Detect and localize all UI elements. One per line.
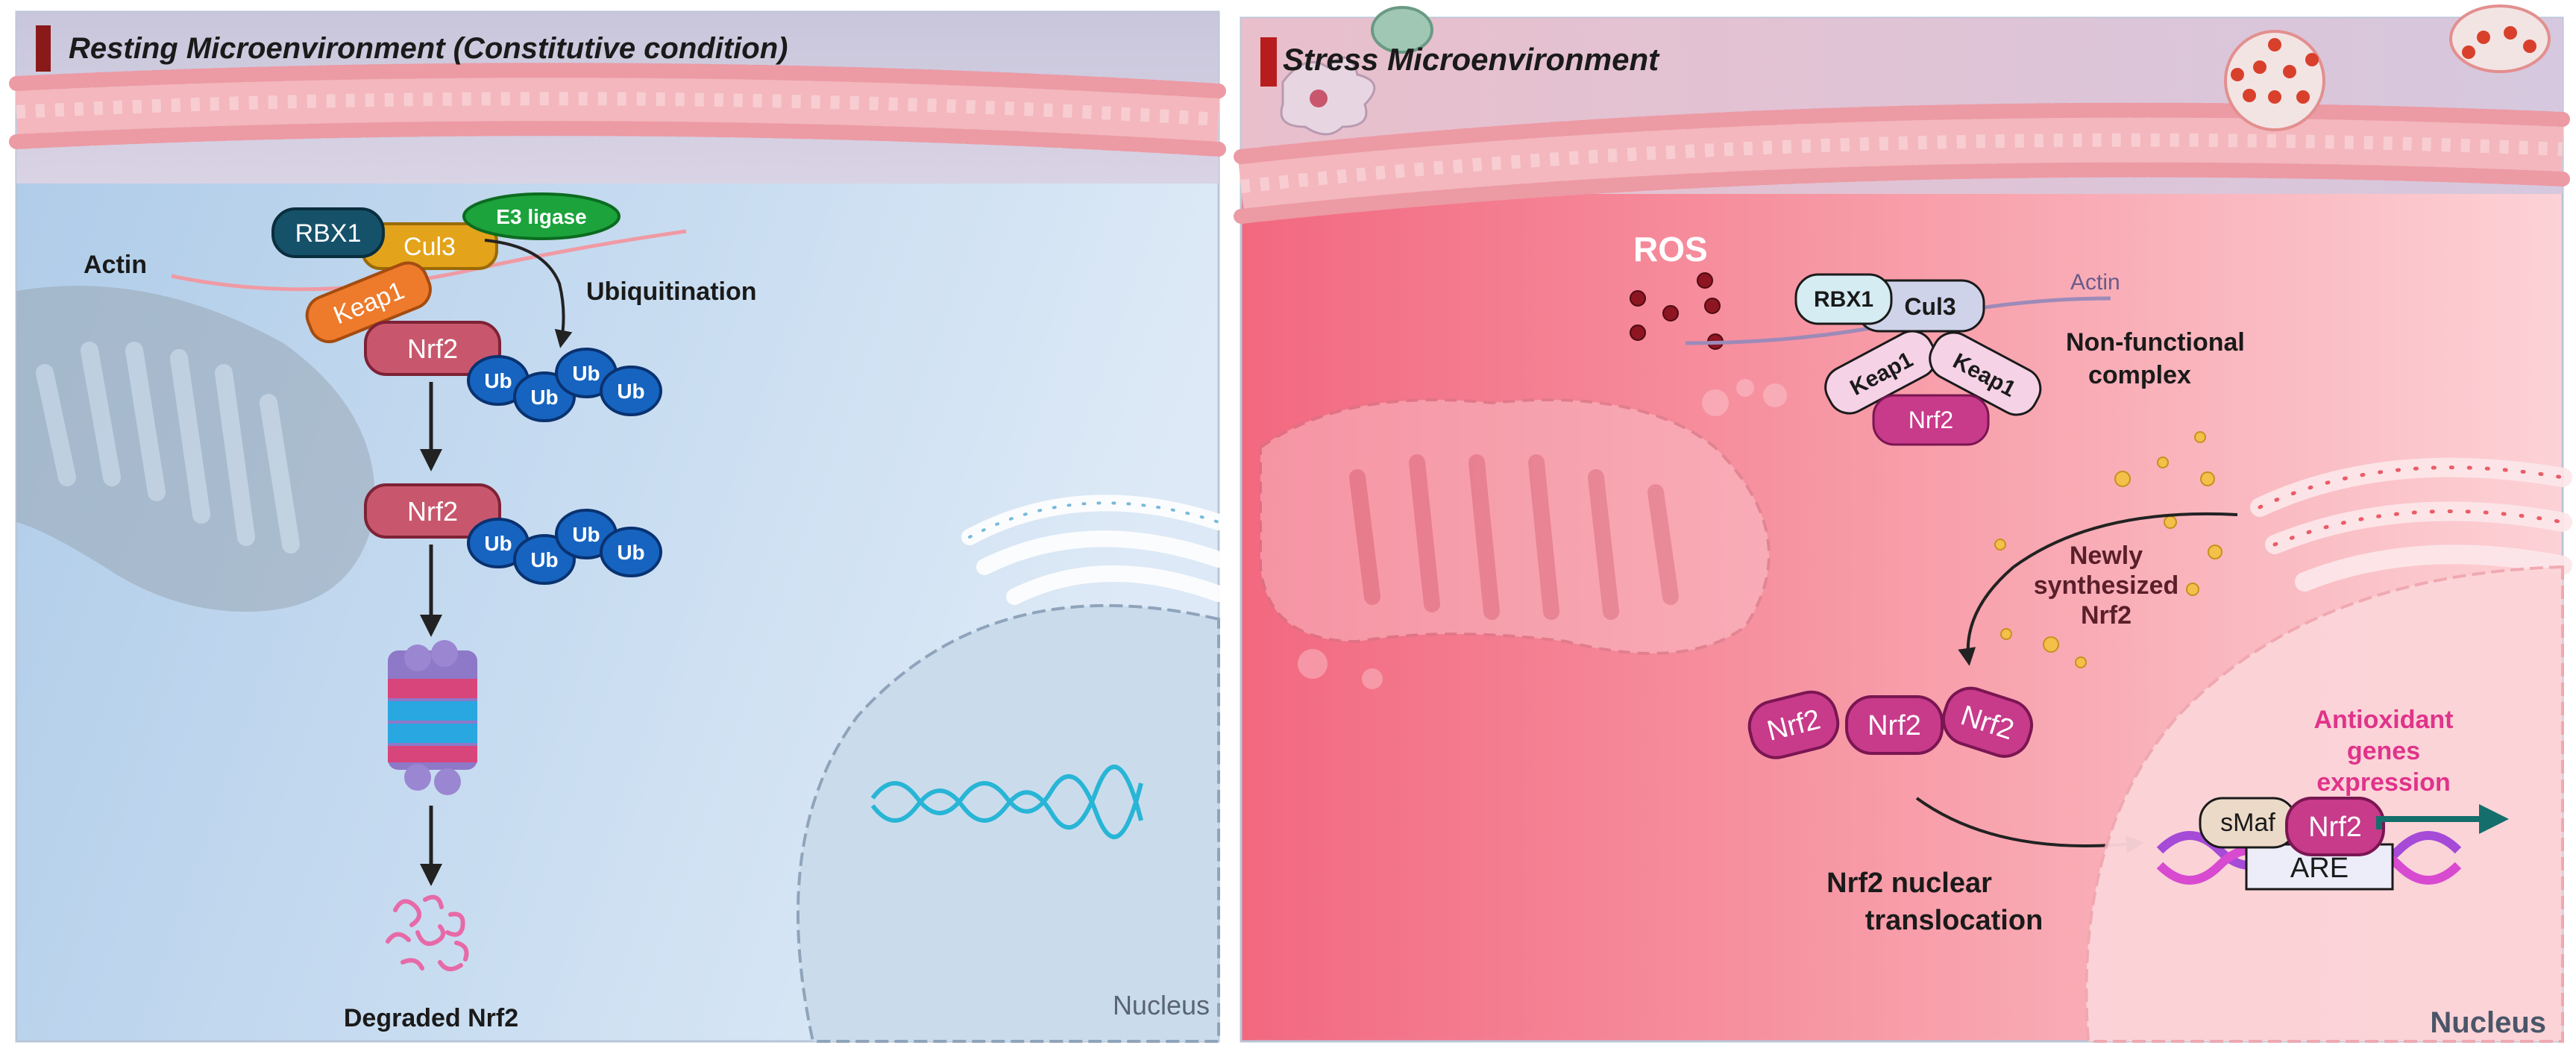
are-gene-region: ARE sMaf Nrf2 [2156, 797, 2509, 891]
free-nrf2-group: Nrf2 Nrf2 Nrf2 [1747, 686, 2033, 759]
newly-label-line1: Newly [2070, 542, 2143, 570]
virus-icon [2449, 4, 2551, 73]
resting-title: Resting Microenvironment (Constitutive c… [69, 32, 788, 65]
stress-nrf2-bound-label: Nrf2 [1909, 407, 1953, 433]
ros-label: ROS [1633, 230, 1708, 269]
resting-e3-ligase-complex: Cul3 RBX1 E3 ligase Keap1 Nrf2 [271, 192, 621, 376]
stress-endoplasmic-reticulum [2250, 457, 2572, 592]
resting-endoplasmic-reticulum [961, 495, 1227, 605]
ub-label: Ub [617, 380, 644, 403]
nonfunctional-label-line1: Non-functional [2066, 328, 2245, 357]
antioxidant-label-line3: expression [2316, 768, 2451, 797]
ub-label: Ub [530, 548, 558, 571]
stress-nucleus-label: Nucleus [2430, 1006, 2546, 1039]
resting-ub-chain-1: Ub Ub Ub Ub [467, 348, 662, 422]
stress-panel: Stress Microenvironment ROS Actin Cul3 R… [1234, 4, 2572, 1043]
virus-icon [2224, 30, 2325, 131]
stress-damaged-mitochondrion [1259, 379, 1787, 689]
newly-synthesized-particles-icon [1994, 431, 2222, 668]
resting-nrf2-ubiquitinated-label: Nrf2 [407, 496, 458, 527]
nuclear-nrf2 [2285, 797, 2385, 856]
bacterium-icon [1371, 6, 1433, 54]
stress-nonfunctional-complex: Cul3 RBX1 Keap1 Keap1 Nrf2 [1794, 273, 2042, 446]
stress-rbx1 [1794, 273, 1893, 325]
antioxidant-label-line2: genes [2347, 737, 2420, 765]
ub-label: Ub [572, 523, 600, 546]
resting-ub-chain-2: Ub Ub Ub Ub [467, 509, 662, 585]
nuclear-nrf2-label: Nrf2 [2308, 812, 2362, 843]
resting-e3-ligase-label: E3 ligase [496, 205, 586, 228]
ub-label: Ub [484, 532, 512, 555]
ub-label: Ub [572, 362, 600, 385]
translocation-label-line1: Nrf2 nuclear [1826, 868, 1992, 899]
stress-keap1-right [1929, 331, 2042, 416]
resting-cell-membrane [9, 63, 1226, 157]
degraded-nrf2-label: Degraded Nrf2 [344, 1004, 518, 1032]
resting-title-marker [36, 25, 51, 72]
proteasome-icon [388, 640, 477, 795]
free-nrf2-1 [1747, 690, 1840, 759]
newly-label-line2: synthesized [2034, 571, 2179, 600]
are-label: ARE [2290, 853, 2349, 884]
resting-ubiquitination-arrow [484, 239, 573, 348]
free-nrf2-2-label: Nrf2 [1867, 710, 1921, 741]
newly-synthesized-arrow [1958, 512, 2238, 666]
translocation-label-line2: translocation [1865, 905, 2043, 936]
degraded-nrf2-fragments-icon [386, 894, 469, 972]
resting-panel: Resting Microenvironment (Constitutive c… [9, 10, 1227, 1043]
resting-nrf2-bound [364, 321, 501, 376]
stress-title: Stress Microenvironment [1283, 42, 1660, 77]
stress-title-marker [1260, 37, 1277, 87]
resting-actin-label: Actin [84, 251, 147, 279]
resting-nucleus-label: Nucleus [1113, 990, 1210, 1020]
stress-nrf2-bound [1872, 394, 1990, 446]
resting-mitochondrion [16, 286, 375, 612]
transcription-arrow [2376, 804, 2509, 834]
newly-label-line3: Nrf2 [2081, 601, 2132, 630]
stress-cul3-label: Cul3 [1904, 293, 1955, 320]
antioxidant-label-line1: Antioxidant [2314, 706, 2454, 734]
translocation-arrow [1915, 797, 2144, 853]
ub-label: Ub [484, 369, 512, 392]
resting-nucleus: Nucleus [797, 603, 1220, 1043]
free-nrf2-3 [1941, 686, 2033, 758]
stress-keap1-left [1824, 330, 1938, 415]
stress-actin-label: Actin [2070, 270, 2120, 295]
free-nrf2-2 [1845, 695, 1944, 755]
smaf-label: sMaf [2220, 809, 2275, 837]
resting-rbx1-label: RBX1 [295, 219, 362, 248]
stress-rbx1-label: RBX1 [1814, 287, 1873, 312]
resting-ubiquitination-label: Ubiquitination [586, 277, 757, 306]
macrophage-icon [1280, 56, 1376, 136]
resting-nrf2-ubiquitinated [364, 483, 501, 539]
resting-cul3-label: Cul3 [403, 233, 456, 261]
resting-e3-ligase [462, 192, 621, 240]
ub-label: Ub [530, 386, 558, 409]
resting-rbx1 [271, 207, 385, 258]
stress-cell-membrane [1234, 102, 2570, 224]
nonfunctional-label-line2: complex [2088, 361, 2191, 389]
resting-actin-filament [171, 229, 687, 292]
resting-nrf2-bound-label: Nrf2 [407, 333, 458, 364]
ub-label: Ub [617, 541, 644, 564]
